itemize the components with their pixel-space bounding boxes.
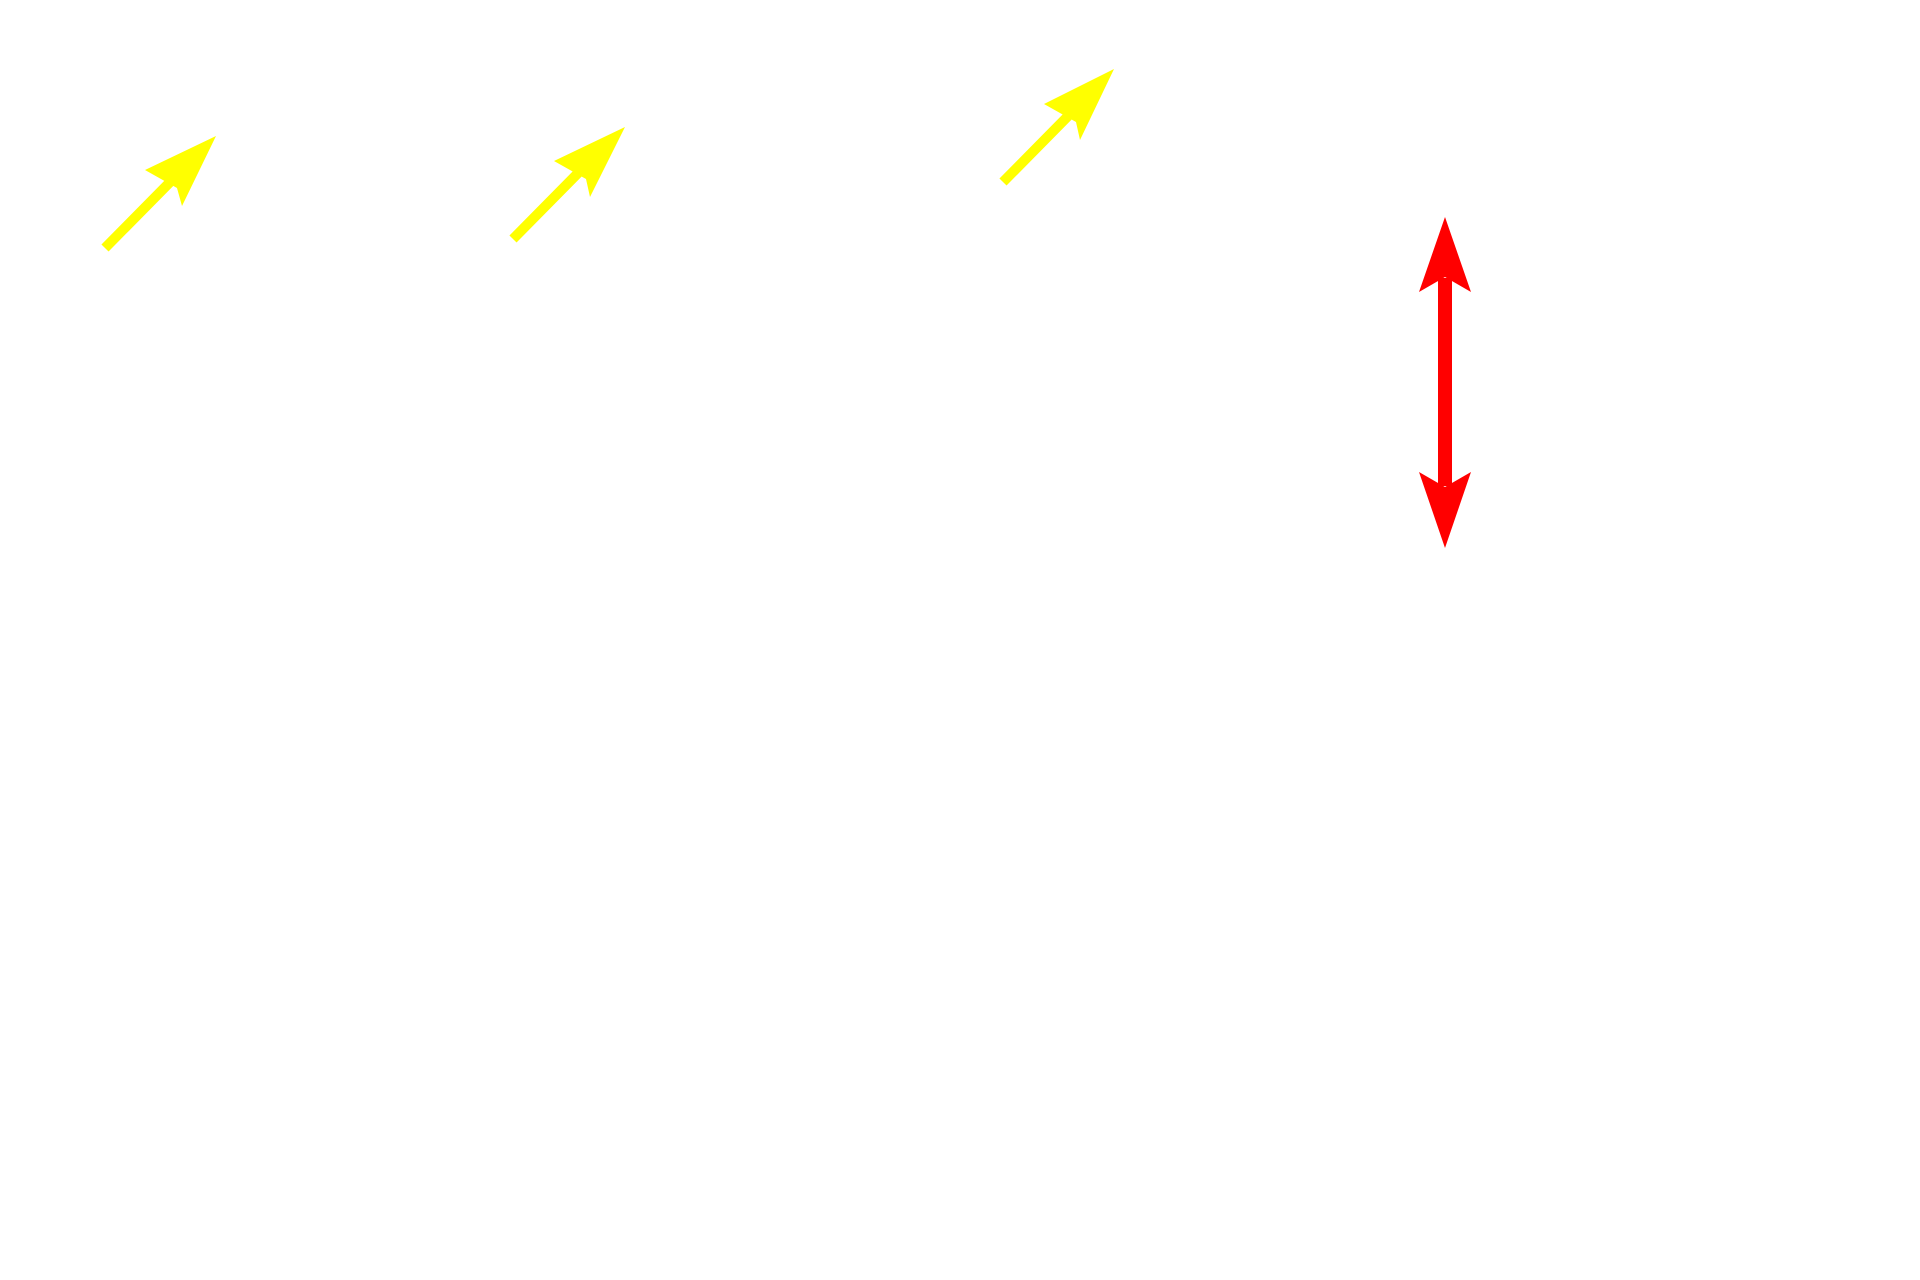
- yellow-arrow-3: [999, 69, 1114, 186]
- yellow-arrow-2: [509, 127, 625, 243]
- yellow-arrow-1: [101, 136, 216, 252]
- red-double-arrow: [1419, 217, 1471, 548]
